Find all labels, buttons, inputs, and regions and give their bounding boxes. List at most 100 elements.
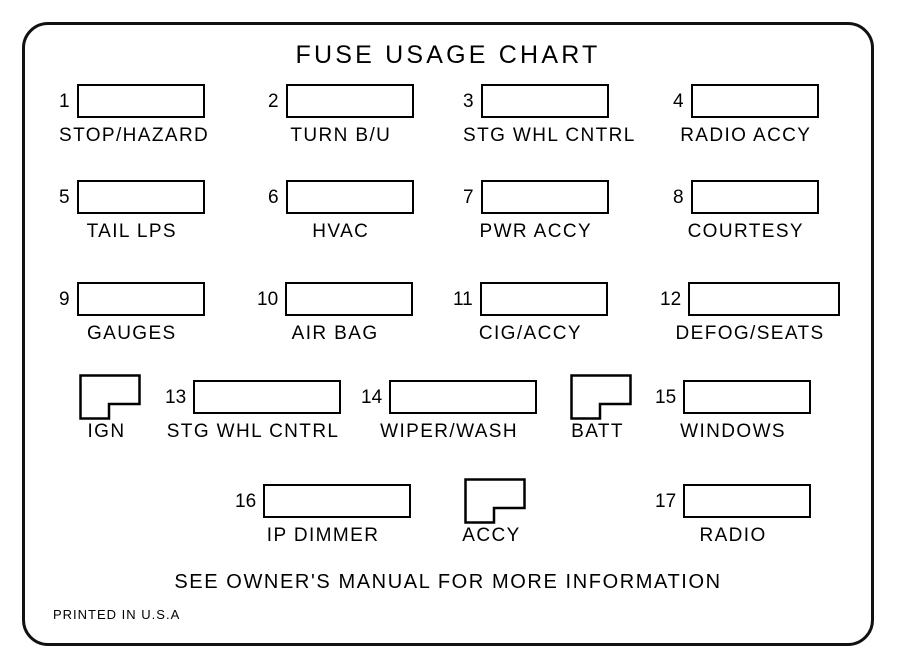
fuse-label: STOP/HAZARD: [59, 125, 210, 146]
fuse-head: [71, 374, 142, 420]
fuse-label: STG WHL CNTRL: [166, 421, 340, 442]
fuse-head: 12: [660, 279, 841, 319]
fuse-item-9[interactable]: 9 GAUGES: [59, 279, 205, 345]
fuse-box[interactable]: [193, 380, 342, 414]
fuse-number: 17: [655, 490, 677, 512]
fuse-number: 10: [257, 288, 279, 310]
fuse-label: CIG/ACCY: [478, 323, 582, 344]
fuse-row: 1 STOP/HAZARD 2 TURN B/U 3 STG WHL CNTRL…: [25, 81, 871, 159]
fuse-number: 14: [361, 386, 383, 408]
fuse-label: TURN B/U: [290, 125, 392, 146]
fuse-head: 15: [655, 377, 812, 417]
fuse-head: 2: [268, 81, 414, 121]
fuse-label: PWR ACCY: [479, 221, 593, 242]
fuse-label: IP DIMMER: [266, 525, 380, 546]
fuse-box[interactable]: [263, 484, 412, 518]
fuse-head: 13: [165, 377, 342, 417]
fuse-box[interactable]: [76, 180, 205, 214]
fuse-label: RADIO: [699, 525, 767, 546]
fuse-label: IGN: [87, 421, 126, 442]
fuse-item-12[interactable]: 12 DEFOG/SEATS: [660, 279, 841, 345]
fuse-number: 3: [463, 90, 474, 112]
fuse-box[interactable]: [480, 180, 609, 214]
fuse-head: 17: [655, 481, 812, 521]
fuse-box[interactable]: [285, 84, 414, 118]
fuse-item-8[interactable]: 8 COURTESY: [673, 177, 819, 243]
fuse-item-11[interactable]: 11 CIG/ACCY: [453, 279, 608, 345]
fuse-box[interactable]: [389, 380, 538, 414]
fuse-box-notched[interactable]: [78, 373, 142, 421]
fuse-head: 1: [59, 81, 209, 121]
fuse-number: 2: [268, 90, 279, 112]
fuse-box[interactable]: [683, 484, 812, 518]
fuse-number: 15: [655, 386, 677, 408]
fuse-label: DEFOG/SEATS: [675, 323, 825, 344]
fuse-head: 9: [59, 279, 205, 319]
fuse-number: 13: [165, 386, 187, 408]
fuse-label: RADIO ACCY: [680, 125, 812, 146]
fuse-label: WINDOWS: [680, 421, 786, 442]
fuse-label: BATT: [571, 421, 624, 442]
fuse-head: 8: [673, 177, 819, 217]
fuse-box[interactable]: [690, 180, 819, 214]
fuse-label: AIR BAG: [291, 323, 379, 344]
fuse-label: STG WHL CNTRL: [463, 125, 636, 146]
fuse-head: 7: [463, 177, 609, 217]
fuse-item-batt[interactable]: BATT: [562, 374, 633, 443]
fuse-item-6[interactable]: 6 HVAC: [268, 177, 414, 243]
fuse-box-notched[interactable]: [569, 373, 633, 421]
fuse-item-3[interactable]: 3 STG WHL CNTRL: [463, 81, 636, 147]
fuse-head: [562, 374, 633, 420]
fuse-item-2[interactable]: 2 TURN B/U: [268, 81, 414, 147]
fuse-label: WIPER/WASH: [380, 421, 518, 442]
fuse-number: 1: [59, 90, 70, 112]
fuse-label: ACCY: [462, 525, 521, 546]
fuse-box[interactable]: [480, 84, 609, 118]
fuse-row: IGN 13 STG WHL CNTRL 14 WIPER/WASH: [25, 374, 871, 455]
fuse-box[interactable]: [683, 380, 812, 414]
fuse-box[interactable]: [690, 84, 819, 118]
fuse-row: 5 TAIL LPS 6 HVAC 7 PWR ACCY 8 COURTE: [25, 177, 871, 255]
fuse-number: 9: [59, 288, 70, 310]
printed-in-usa-text: PRINTED IN U.S.A: [53, 607, 181, 622]
fuse-item-4[interactable]: 4 RADIO ACCY: [673, 81, 819, 147]
fuse-head: 6: [268, 177, 414, 217]
fuse-box[interactable]: [285, 180, 414, 214]
fuse-row: 16 IP DIMMER ACCY 17 RADIO: [25, 478, 871, 559]
fuse-item-16[interactable]: 16 IP DIMMER: [235, 481, 412, 547]
page-title: FUSE USAGE CHART: [295, 41, 601, 69]
fuse-box[interactable]: [76, 84, 205, 118]
fuse-box[interactable]: [479, 282, 608, 316]
fuse-number: 6: [268, 186, 279, 208]
fuse-item-5[interactable]: 5 TAIL LPS: [59, 177, 205, 243]
fuse-item-14[interactable]: 14 WIPER/WASH: [361, 377, 538, 443]
fuse-label: GAUGES: [86, 323, 177, 344]
owners-manual-note: SEE OWNER'S MANUAL FOR MORE INFORMATION: [174, 571, 722, 593]
fuse-item-13[interactable]: 13 STG WHL CNTRL: [165, 377, 342, 443]
fuse-number: 4: [673, 90, 684, 112]
fuse-box-notched[interactable]: [463, 477, 527, 525]
fuse-head: 4: [673, 81, 819, 121]
fuse-head: 11: [453, 279, 608, 319]
fuse-head: 5: [59, 177, 205, 217]
fuse-item-accy[interactable]: ACCY: [456, 478, 527, 547]
fuse-box[interactable]: [285, 282, 414, 316]
fuse-row: 9 GAUGES 10 AIR BAG 11 CIG/ACCY 12 DE: [25, 279, 871, 357]
fuse-number: 16: [235, 490, 257, 512]
fuse-item-17[interactable]: 17 RADIO: [655, 481, 812, 547]
fuse-item-7[interactable]: 7 PWR ACCY: [463, 177, 609, 243]
fuse-item-15[interactable]: 15 WINDOWS: [655, 377, 812, 443]
fuse-head: 3: [463, 81, 636, 121]
fuse-label: TAIL LPS: [86, 221, 177, 242]
fuse-item-10[interactable]: 10 AIR BAG: [257, 279, 414, 345]
fuse-item-ign[interactable]: IGN: [71, 374, 142, 443]
fuse-number: 12: [660, 288, 682, 310]
fuse-head: [456, 478, 527, 524]
fuse-head: 10: [257, 279, 414, 319]
fuse-head: 16: [235, 481, 412, 521]
fuse-chart-panel: FUSE USAGE CHART 1 STOP/HAZARD 2 TURN B/…: [22, 22, 874, 646]
fuse-item-1[interactable]: 1 STOP/HAZARD: [59, 81, 209, 147]
fuse-box[interactable]: [76, 282, 205, 316]
fuse-head: 14: [361, 377, 538, 417]
fuse-box[interactable]: [688, 282, 841, 316]
